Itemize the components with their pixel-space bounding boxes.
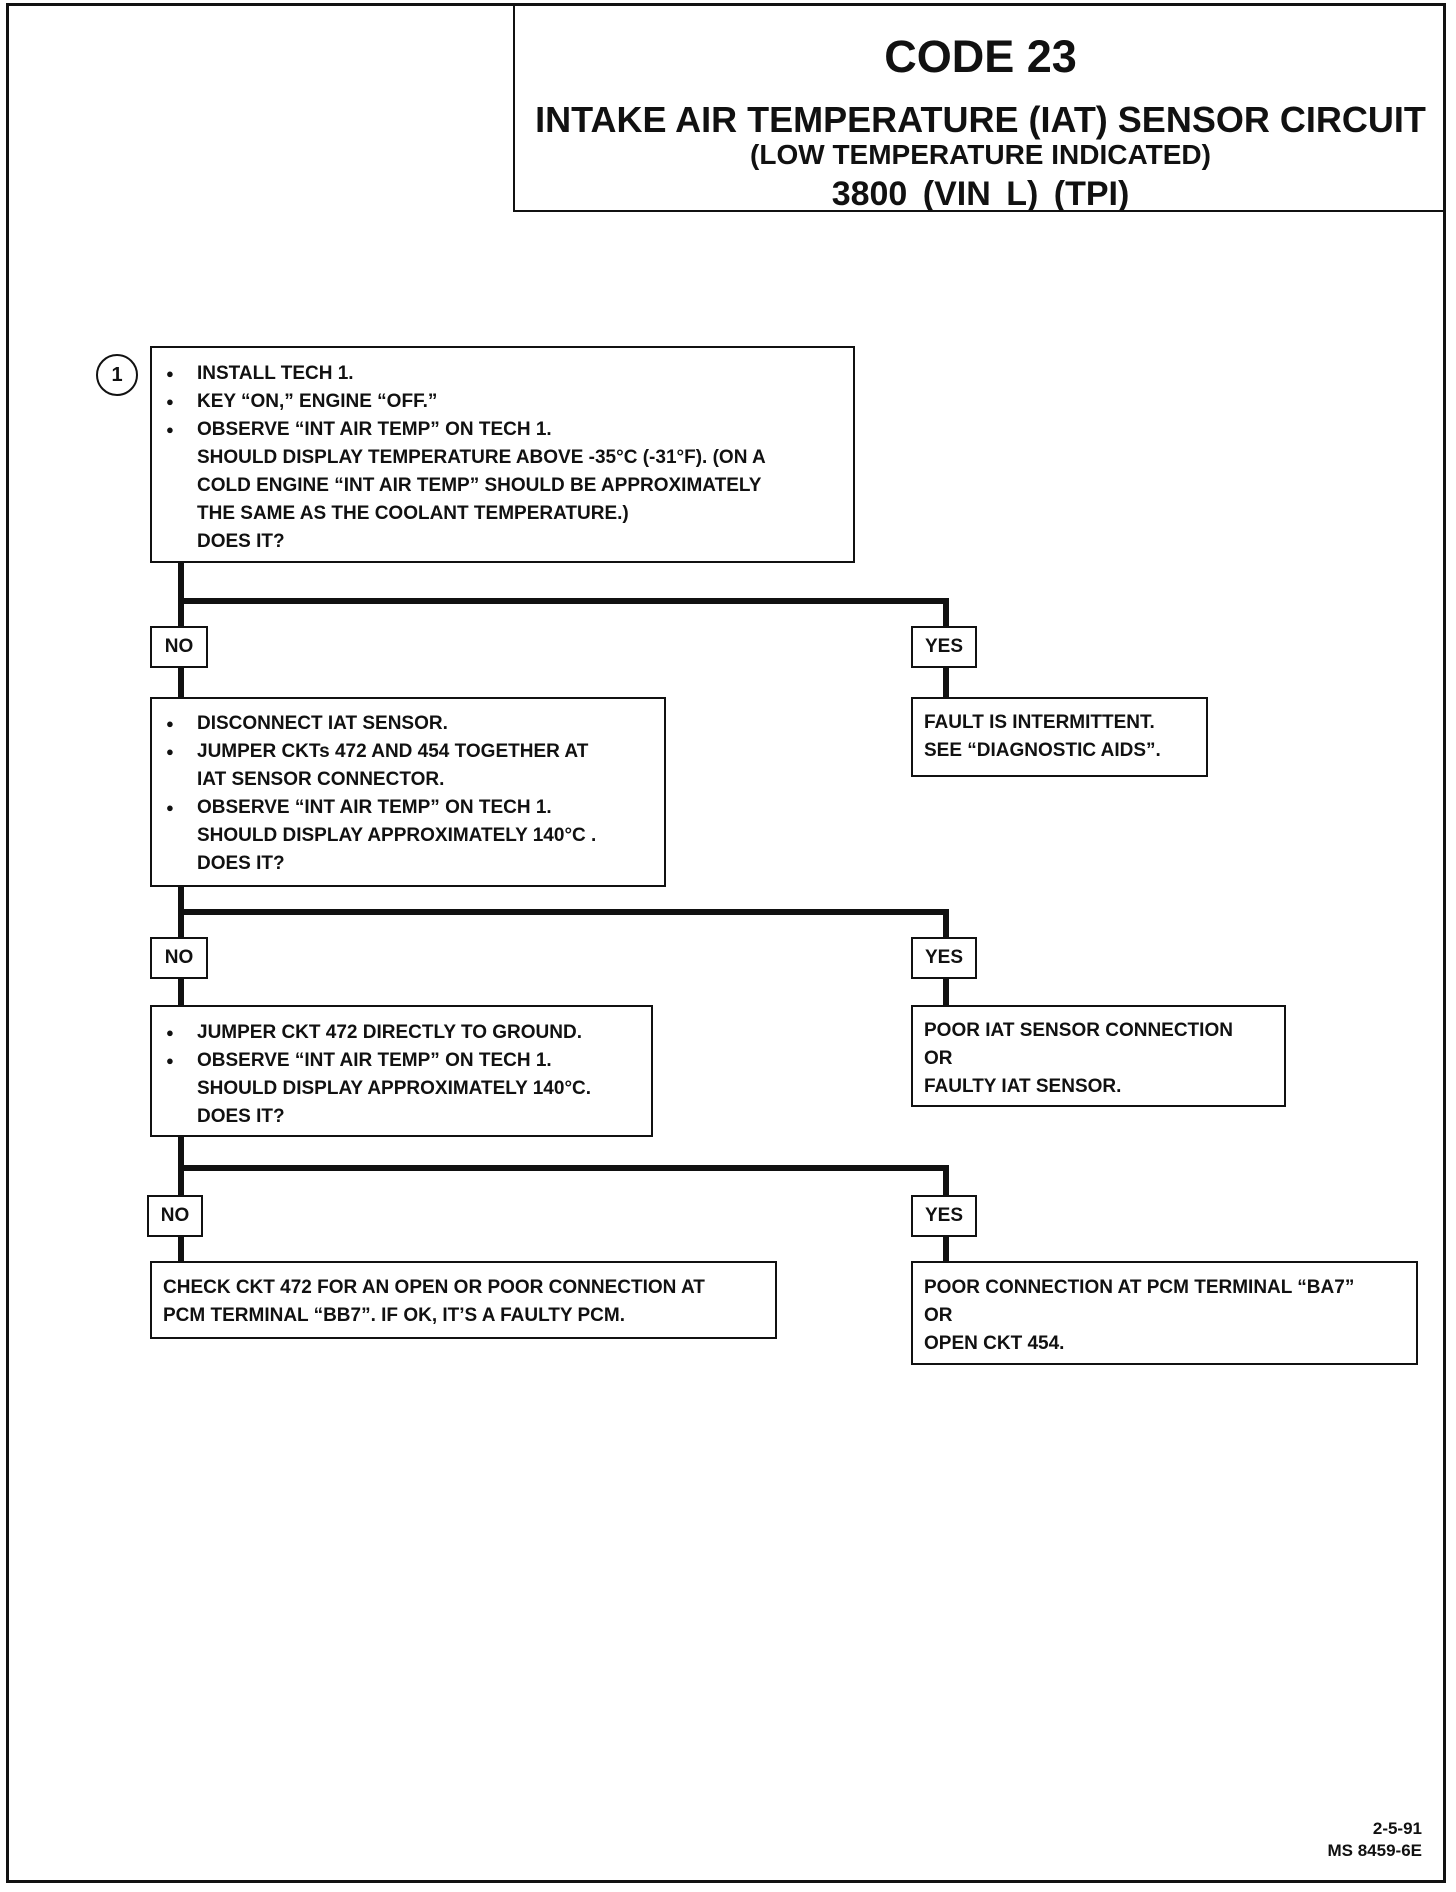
connector-line (943, 598, 949, 626)
connector-line (178, 668, 184, 698)
result-pcm-box: CHECK CKT 472 FOR AN OPEN OR POOR CONNEC… (150, 1261, 777, 1339)
list-item: KEY “ON,” ENGINE “OFF.” (152, 388, 853, 416)
connector-line (943, 668, 949, 698)
page-frame (6, 3, 1446, 1883)
step2-continuation: SHOULD DISPLAY APPROXIMATELY 140°C . (197, 825, 597, 846)
list-item: OBSERVE “INT AIR TEMP” ON TECH 1. (152, 1047, 651, 1075)
step2-question: DOES IT? (197, 853, 285, 874)
list-item: INSTALL TECH 1. (152, 360, 853, 388)
result-line: SEE “DIAGNOSTIC AIDS”. (924, 740, 1161, 761)
step3-continuation: SHOULD DISPLAY APPROXIMATELY 140°C. (197, 1078, 592, 1099)
connector-line (178, 562, 184, 626)
connector-line (943, 1237, 949, 1262)
list-item: JUMPER CKTs 472 AND 454 TOGETHER AT (152, 738, 664, 766)
list-item: JUMPER CKT 472 DIRECTLY TO GROUND. (152, 1019, 651, 1047)
result-line: POOR CONNECTION AT PCM TERMINAL “BA7” (924, 1277, 1355, 1298)
result-intermittent-box: FAULT IS INTERMITTENT. SEE “DIAGNOSTIC A… (911, 697, 1208, 777)
list-item: DISCONNECT IAT SENSOR. (152, 710, 664, 738)
step3-question: DOES IT? (197, 1106, 285, 1127)
yes-label: YES (911, 626, 977, 668)
connector-line (178, 909, 949, 915)
footer-code: MS 8459-6E (1327, 1841, 1423, 1860)
result-line: PCM TERMINAL “BB7”. IF OK, IT’S A FAULTY… (163, 1305, 625, 1326)
condition-subtitle: (LOW TEMPERATURE INDICATED) (750, 139, 1211, 170)
connector-line (178, 1237, 184, 1262)
result-terminal-box: POOR CONNECTION AT PCM TERMINAL “BA7” OR… (911, 1261, 1418, 1365)
step1-question: DOES IT? (197, 531, 285, 552)
no-label: NO (150, 937, 208, 979)
connector-line (178, 1165, 949, 1171)
result-line: CHECK CKT 472 FOR AN OPEN OR POOR CONNEC… (163, 1277, 705, 1298)
step3-box: JUMPER CKT 472 DIRECTLY TO GROUND. OBSER… (150, 1005, 653, 1137)
result-line: FAULT IS INTERMITTENT. (924, 712, 1155, 733)
step2-box: DISCONNECT IAT SENSOR. JUMPER CKTs 472 A… (150, 697, 666, 887)
step1-continuation: SHOULD DISPLAY TEMPERATURE ABOVE -35°C (… (197, 447, 766, 468)
result-line: OR (924, 1305, 953, 1326)
list-item: OBSERVE “INT AIR TEMP” ON TECH 1. (152, 794, 664, 822)
engine-subtitle: 3800 (VIN L) (TPI) (831, 175, 1130, 213)
connector-line (178, 598, 949, 604)
connector-line (943, 979, 949, 1006)
list-item: OBSERVE “INT AIR TEMP” ON TECH 1. (152, 416, 853, 444)
connector-line (178, 979, 184, 1006)
result-sensor-box: POOR IAT SENSOR CONNECTION OR FAULTY IAT… (911, 1005, 1286, 1107)
connector-line (943, 1165, 949, 1195)
step-number-badge: 1 (96, 354, 138, 396)
circuit-title: INTAKE AIR TEMPERATURE (IAT) SENSOR CIRC… (535, 99, 1426, 140)
footer-reference: 2-5-91 MS 8459-6E (1328, 1818, 1423, 1862)
result-line: FAULTY IAT SENSOR. (924, 1076, 1122, 1097)
step1-continuation: THE SAME AS THE COOLANT TEMPERATURE.) (197, 503, 629, 524)
result-line: POOR IAT SENSOR CONNECTION (924, 1020, 1233, 1041)
yes-label: YES (911, 937, 977, 979)
title-block: CODE 23 INTAKE AIR TEMPERATURE (IAT) SEN… (513, 5, 1446, 213)
no-label: NO (150, 626, 208, 668)
step1-continuation: COLD ENGINE “INT AIR TEMP” SHOULD BE APP… (197, 475, 762, 496)
step1-box: INSTALL TECH 1. KEY “ON,” ENGINE “OFF.” … (150, 346, 855, 563)
result-line: OPEN CKT 454. (924, 1333, 1065, 1354)
footer-date: 2-5-91 (1372, 1819, 1422, 1838)
connector-line (943, 909, 949, 937)
yes-label: YES (911, 1195, 977, 1237)
step2-continuation: IAT SENSOR CONNECTOR. (197, 769, 445, 790)
code-title: CODE 23 (884, 31, 1077, 82)
no-label: NO (147, 1195, 203, 1237)
result-line: OR (924, 1048, 953, 1069)
